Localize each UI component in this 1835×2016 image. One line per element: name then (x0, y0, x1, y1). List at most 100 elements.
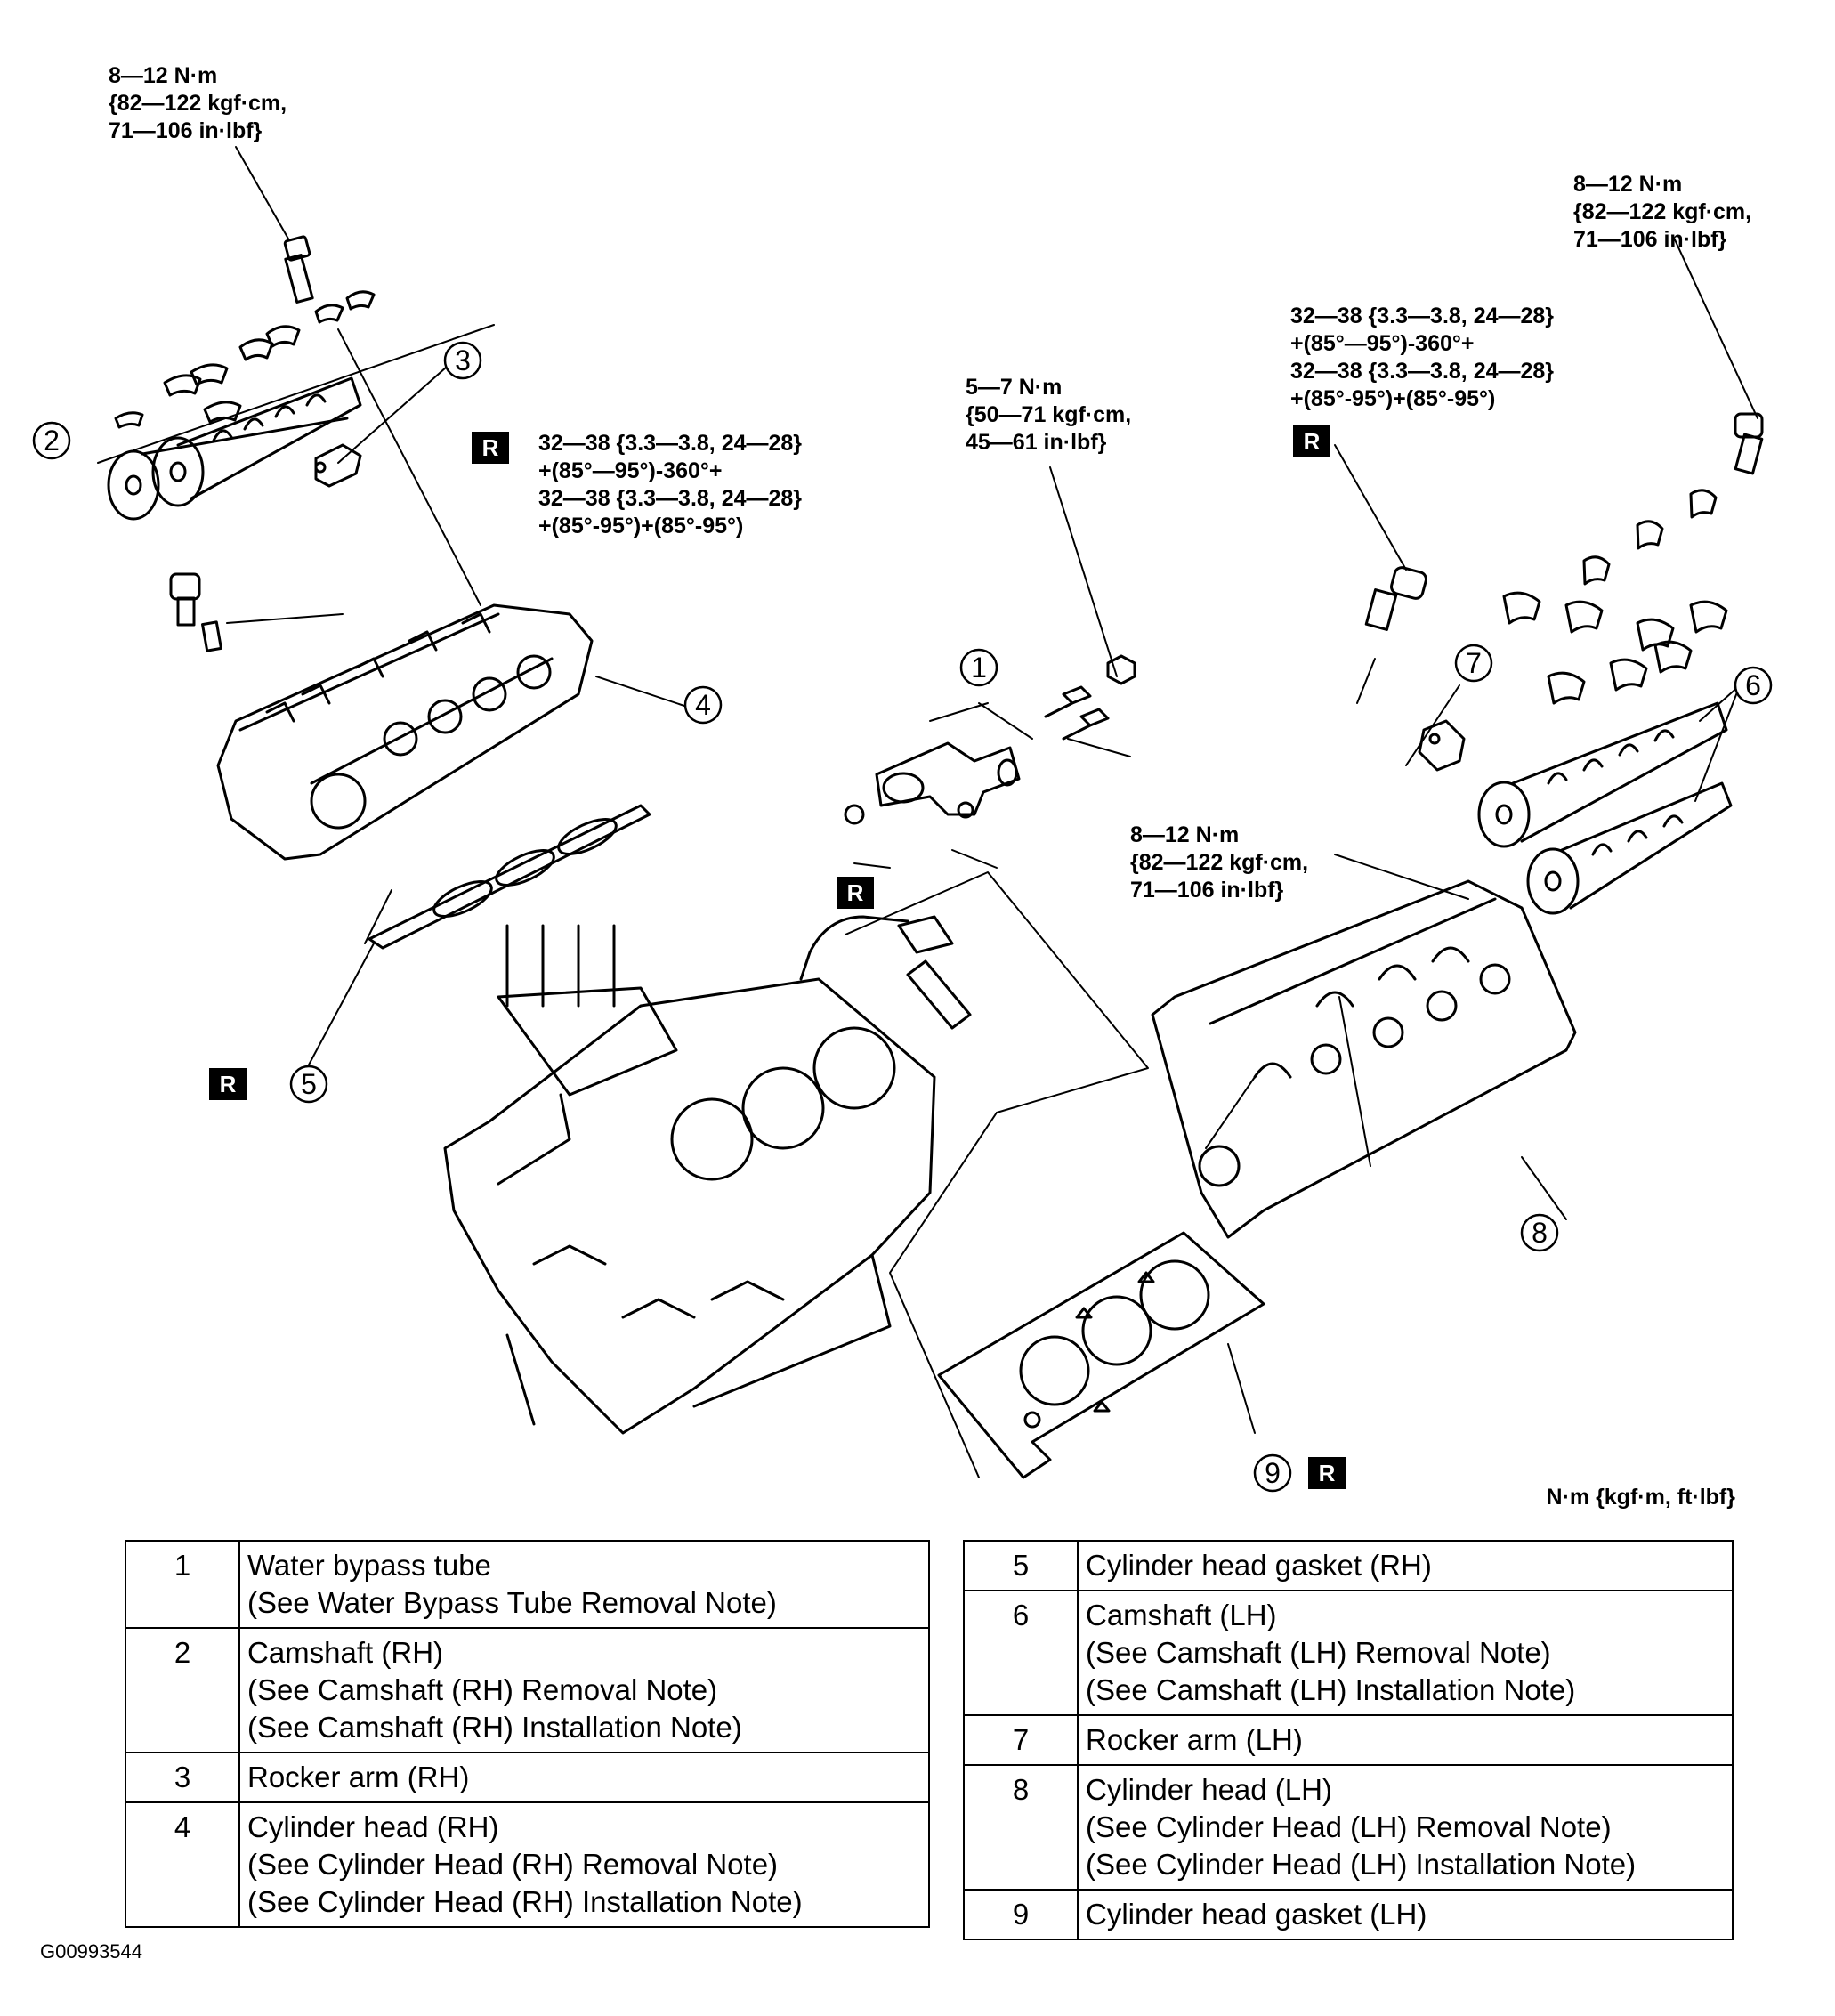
part-description: Rocker arm (LH) (1077, 1714, 1734, 1766)
part-note: (See Water Bypass Tube Removal Note) (247, 1586, 777, 1619)
torque-cam-cap-bolt-lh: 8—12 N·m {82—122 kgf·cm, 71—106 in·lbf} (1573, 172, 1752, 252)
part-name: Camshaft (RH) (247, 1636, 444, 1669)
engine-exploded-diagram: 1 2 3 4 5 6 7 8 9 R R R R R (32, 146, 1773, 1493)
head-bolt-lh (1364, 566, 1427, 631)
cylinder-head-lh (1151, 879, 1577, 1239)
part-description: Camshaft (RH) (See Camshaft (RH) Removal … (238, 1627, 930, 1753)
part-name: Rocker arm (RH) (247, 1761, 470, 1793)
rocker-arm-rh (314, 443, 362, 488)
camshaft-rh (107, 376, 362, 521)
part-description: Cylinder head (LH) (See Cylinder Head (LH… (1077, 1764, 1734, 1891)
part-number: 7 (963, 1714, 1079, 1766)
head-gasket-rh (368, 804, 651, 950)
callout-3: 3 (443, 341, 482, 380)
part-name: Cylinder head (RH) (247, 1810, 499, 1843)
callout-9: 9 (1253, 1453, 1292, 1493)
replace-badge-gasket-lh: R (1308, 1457, 1346, 1489)
part-name: Cylinder head gasket (RH) (1086, 1549, 1432, 1582)
part-number: 6 (963, 1590, 1079, 1716)
torque-cam-cap-bolt-rh: 8—12 N·m {82—122 kgf·cm, 71—106 in·lbf} (109, 63, 287, 143)
svg-text:2: 2 (44, 425, 60, 457)
part-name: Rocker arm (LH) (1086, 1723, 1303, 1756)
part-note: (See Cylinder Head (LH) Installation Not… (1086, 1848, 1637, 1881)
part-description: Water bypass tube (See Water Bypass Tube … (238, 1540, 930, 1629)
part-description: Camshaft (LH) (See Camshaft (LH) Removal … (1077, 1590, 1734, 1716)
svg-text:4: 4 (695, 689, 711, 721)
torque-head-bolt-lh: 32—38 {3.3—3.8, 24—28} +(85°—95°)-360°+ … (1290, 304, 1555, 411)
callouts: 1 2 3 4 5 6 7 8 9 (32, 341, 1773, 1493)
part-number: 1 (125, 1540, 240, 1629)
replace-badge-bypass-tube: R (837, 877, 874, 909)
svg-text:R: R (1319, 1460, 1336, 1486)
head-gasket-lh (937, 1231, 1265, 1479)
svg-text:7: 7 (1466, 647, 1482, 679)
replace-badge-head-bolt-lh: R (1293, 425, 1330, 457)
svg-text:R: R (482, 434, 499, 461)
replace-badge-head-bolt-rh: R (472, 432, 509, 464)
svg-text:R: R (847, 879, 864, 906)
svg-text:6: 6 (1745, 669, 1761, 701)
head-bolt-rh (169, 572, 222, 652)
svg-text:5: 5 (301, 1068, 317, 1100)
part-description: Cylinder head (RH) (See Cylinder Head (RH… (238, 1801, 930, 1928)
part-note: (See Camshaft (LH) Removal Note) (1086, 1636, 1551, 1669)
callout-7: 7 (1454, 644, 1493, 683)
cylinder-head-rh (216, 603, 594, 861)
part-number: 8 (963, 1764, 1079, 1891)
cam-caps-rh (114, 290, 376, 429)
replace-badge-gasket-rh: R (209, 1068, 247, 1100)
part-note: (See Cylinder Head (LH) Removal Note) (1086, 1810, 1612, 1843)
svg-text:8: 8 (1532, 1217, 1548, 1249)
torque-bypass-nut: 5—7 N·m {50—71 kgf·cm, 45—61 in·lbf} (966, 375, 1132, 455)
part-number: 4 (125, 1801, 240, 1928)
callout-4: 4 (683, 685, 723, 725)
part-name: Camshaft (LH) (1086, 1599, 1277, 1631)
part-description: Cylinder head gasket (RH) (1077, 1540, 1734, 1591)
part-note: (See Camshaft (LH) Installation Note) (1086, 1673, 1576, 1706)
callout-1: 1 (959, 648, 998, 687)
cam-cap-bolt-rh (283, 235, 314, 304)
part-description: Cylinder head gasket (LH) (1077, 1889, 1734, 1940)
leader-lines (97, 146, 1758, 1478)
rocker-arm-lh (1418, 719, 1466, 772)
bypass-fasteners (1044, 654, 1136, 741)
part-number: 9 (963, 1889, 1079, 1940)
engine-block (443, 915, 972, 1435)
callout-6: 6 (1734, 666, 1773, 705)
svg-text:R: R (1304, 428, 1321, 455)
torque-head-bolt-rh: 32—38 {3.3—3.8, 24—28} +(85°—95°)-360°+ … (538, 431, 803, 538)
camshaft-lh (1477, 701, 1733, 915)
water-bypass-tube (844, 741, 1021, 825)
part-number: 3 (125, 1752, 240, 1803)
svg-text:R: R (220, 1071, 237, 1097)
svg-text:9: 9 (1265, 1457, 1281, 1489)
cam-caps-lh (1502, 489, 1728, 705)
cam-cap-bolt-lh (1734, 412, 1764, 475)
part-note: (See Cylinder Head (RH) Installation Not… (247, 1885, 803, 1918)
part-name: Cylinder head (LH) (1086, 1773, 1332, 1806)
part-note: (See Camshaft (RH) Removal Note) (247, 1673, 718, 1706)
part-note: (See Cylinder Head (RH) Removal Note) (247, 1848, 779, 1881)
callout-2: 2 (32, 421, 71, 460)
callout-5: 5 (289, 1065, 328, 1104)
part-name: Water bypass tube (247, 1549, 491, 1582)
callout-8: 8 (1520, 1213, 1559, 1252)
figure-id: G00993544 (40, 1940, 142, 1963)
part-number: 2 (125, 1627, 240, 1753)
replace-badges: R R R R R (209, 425, 1346, 1489)
part-note: (See Camshaft (RH) Installation Note) (247, 1711, 742, 1744)
part-description: Rocker arm (RH) (238, 1752, 930, 1803)
svg-text:1: 1 (971, 652, 987, 684)
svg-text:3: 3 (455, 344, 471, 376)
torque-bypass-bolts: 8—12 N·m {82—122 kgf·cm, 71—106 in·lbf} (1130, 822, 1309, 903)
